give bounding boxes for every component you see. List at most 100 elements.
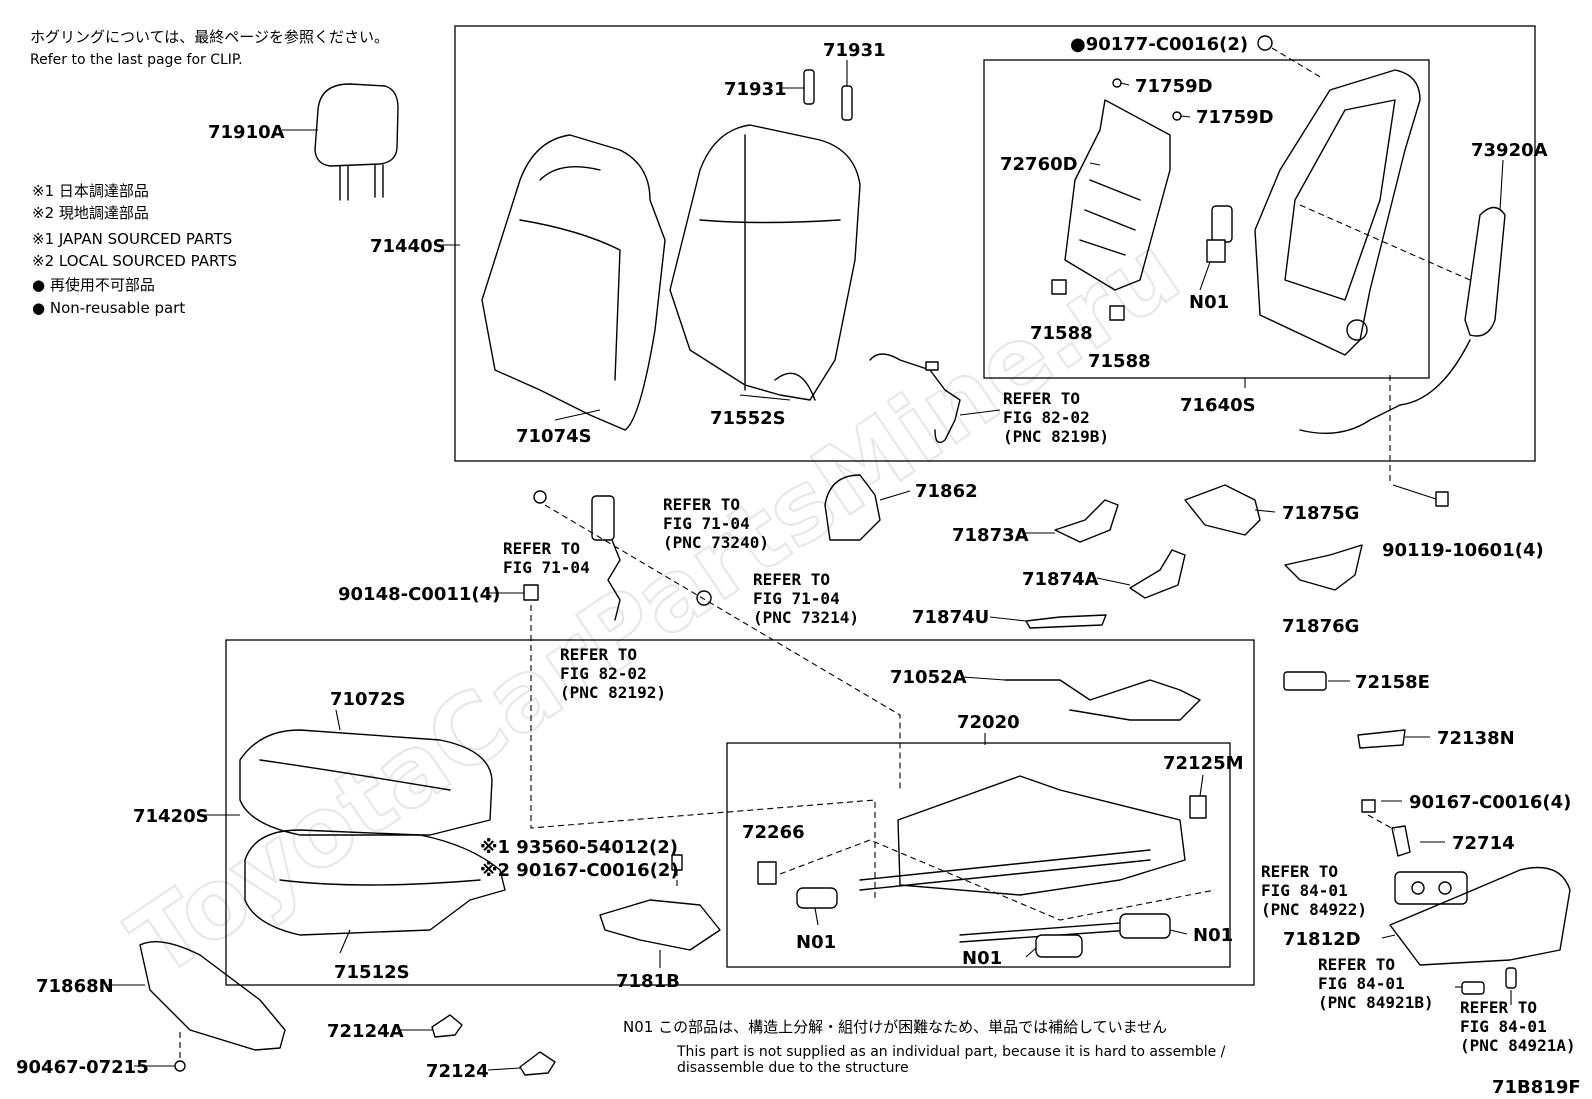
knob-84921B-drawing	[1461, 981, 1485, 995]
bracket-71874A-drawing	[1129, 549, 1186, 599]
bolt-90167-C0016-4-drawing	[1361, 799, 1376, 813]
clip-90177-drawing	[1257, 35, 1273, 51]
part-label: N01	[1193, 925, 1233, 946]
cover-72124A-drawing	[431, 1014, 463, 1038]
part-label: 72158E	[1355, 672, 1430, 693]
pins-71931-drawing	[803, 69, 853, 121]
cover-71875G-drawing	[1184, 484, 1261, 536]
reference-line: REFER TO	[560, 645, 637, 664]
reference-line: (PNC 73214)	[753, 608, 859, 627]
bracket-71873A-drawing	[1054, 499, 1119, 543]
reference-line: FIG 71-04	[663, 514, 750, 533]
part-number-labels: 71910A 71440S 71931 71931 71074S 71552S …	[16, 34, 1571, 1082]
cushion-group-box	[225, 639, 1255, 986]
cover-72124-drawing	[519, 1051, 556, 1076]
seatbelt-buckle-drawing	[591, 495, 621, 621]
bolt-90167-drawing	[671, 854, 683, 871]
bracket-71876G-drawing	[1284, 544, 1363, 591]
side-shield-71812D-drawing	[1389, 866, 1571, 966]
reference-71-04: REFER TO FIG 71-04	[503, 539, 590, 577]
part-label: 71874A	[1022, 569, 1099, 590]
part-label: 71072S	[330, 689, 406, 710]
reference-line: FIG 84-01	[1318, 974, 1405, 993]
part-label: 90148-C0011(4)	[338, 584, 500, 605]
seatback-pad-drawing	[481, 134, 666, 431]
part-label: 71875G	[1282, 503, 1359, 524]
clip-90467-drawing	[174, 1060, 186, 1072]
part-label: 71420S	[133, 806, 209, 827]
part-label: 71876G	[1282, 616, 1359, 637]
part-label: 71910A	[208, 122, 285, 143]
legend-line: ※1 JAPAN SOURCED PARTS	[32, 230, 232, 248]
reference-line: (PNC 84922)	[1261, 900, 1367, 919]
part-label: 72714	[1452, 833, 1515, 854]
part-label: 71440S	[370, 236, 446, 257]
reference-line: (PNC 8219B)	[1003, 427, 1109, 446]
reference-71-04-73214: REFER TO FIG 71-04 (PNC 73214)	[753, 570, 859, 627]
legend-line: ※2 LOCAL SOURCED PARTS	[32, 252, 237, 270]
reference-84-01-84921B: REFER TO FIG 84-01 (PNC 84921B)	[1318, 955, 1434, 1012]
part-label: 72760D	[1000, 154, 1078, 175]
link-7181B-drawing	[599, 899, 721, 951]
cover-72138N-drawing	[1357, 729, 1406, 749]
part-label: 71512S	[334, 962, 410, 983]
solid-leader-lines	[108, 60, 1512, 1071]
part-label: 90167-C0016(4)	[1409, 792, 1571, 813]
reference-84-01-84922: REFER TO FIG 84-01 (PNC 84922)	[1261, 862, 1367, 919]
part-label: 72266	[742, 822, 805, 843]
cushion-pad-drawing	[239, 729, 493, 836]
motor-N01-drawing	[796, 887, 838, 909]
knob-84921A-drawing	[1505, 967, 1517, 989]
part-label: ※2 90167-C0016(2)	[480, 860, 679, 881]
reference-line: REFER TO	[753, 570, 830, 589]
part-label: ●90177-C0016(2)	[1070, 34, 1248, 55]
part-label: 71862	[915, 481, 978, 502]
reference-line: FIG 82-02	[560, 664, 647, 683]
part-label: 72020	[957, 712, 1020, 733]
part-label: 71052A	[890, 667, 967, 688]
part-label: 71759D	[1196, 107, 1274, 128]
reference-71-04-73240: REFER TO FIG 71-04 (PNC 73240)	[663, 495, 769, 552]
clip-note-jp: ホグリングについては、最終ページを参照ください。	[30, 28, 389, 46]
part-label: N01	[1189, 292, 1229, 313]
n01-note-en: disassemble due to the structure	[677, 1060, 909, 1076]
grommet-drawing	[533, 490, 547, 504]
legend: ※1 日本調達部品 ※2 現地調達部品 ※1 JAPAN SOURCED PAR…	[32, 182, 237, 317]
reference-line: REFER TO	[1261, 862, 1338, 881]
clip-71759D-drawing	[1112, 78, 1122, 88]
reference-82-02-82192: REFER TO FIG 82-02 (PNC 82192)	[560, 645, 666, 702]
bracket-72266-drawing	[757, 861, 777, 885]
cushion-cover-drawing	[244, 829, 506, 936]
side-airbag-drawing	[1299, 206, 1506, 435]
reference-line: (PNC 84921B)	[1318, 993, 1434, 1012]
bolt-90119-drawing	[1435, 491, 1449, 507]
dashed-leader-lines	[179, 47, 1471, 1062]
reference-line: REFER TO	[1318, 955, 1395, 974]
seatback-group-box	[454, 25, 1536, 462]
part-label: 90119-10601(4)	[1382, 540, 1544, 561]
part-label: 71640S	[1180, 395, 1256, 416]
switch-84922-drawing	[1394, 871, 1468, 905]
part-label: 73920A	[1471, 140, 1548, 161]
reference-line: FIG 84-01	[1460, 1017, 1547, 1036]
motor-N01-drawing	[1119, 913, 1171, 939]
reference-line: REFER TO	[663, 495, 740, 514]
motor-N01-drawing	[1035, 934, 1083, 958]
reference-line: FIG 71-04	[503, 558, 590, 577]
part-label: 71873A	[952, 525, 1029, 546]
reference-line: FIG 82-02	[1003, 408, 1090, 427]
part-label: 72138N	[1437, 728, 1515, 749]
part-label: 71074S	[516, 426, 592, 447]
part-label: 72124	[426, 1061, 489, 1082]
clip-note-en: Refer to the last page for CLIP.	[30, 52, 243, 68]
bracket-72714-drawing	[1391, 825, 1411, 857]
headrest-drawing	[314, 83, 399, 201]
sensor-72125M-drawing	[1189, 795, 1207, 819]
part-label: 7181B	[616, 971, 680, 992]
reference-82-02-8219B: REFER TO FIG 82-02 (PNC 8219B)	[1003, 389, 1109, 446]
n01-note-en: This part is not supplied as an individu…	[676, 1044, 1226, 1060]
legend-line: ● Non-reusable part	[32, 299, 185, 317]
reference-line: (PNC 73240)	[663, 533, 769, 552]
cover-71862-drawing	[824, 474, 881, 541]
